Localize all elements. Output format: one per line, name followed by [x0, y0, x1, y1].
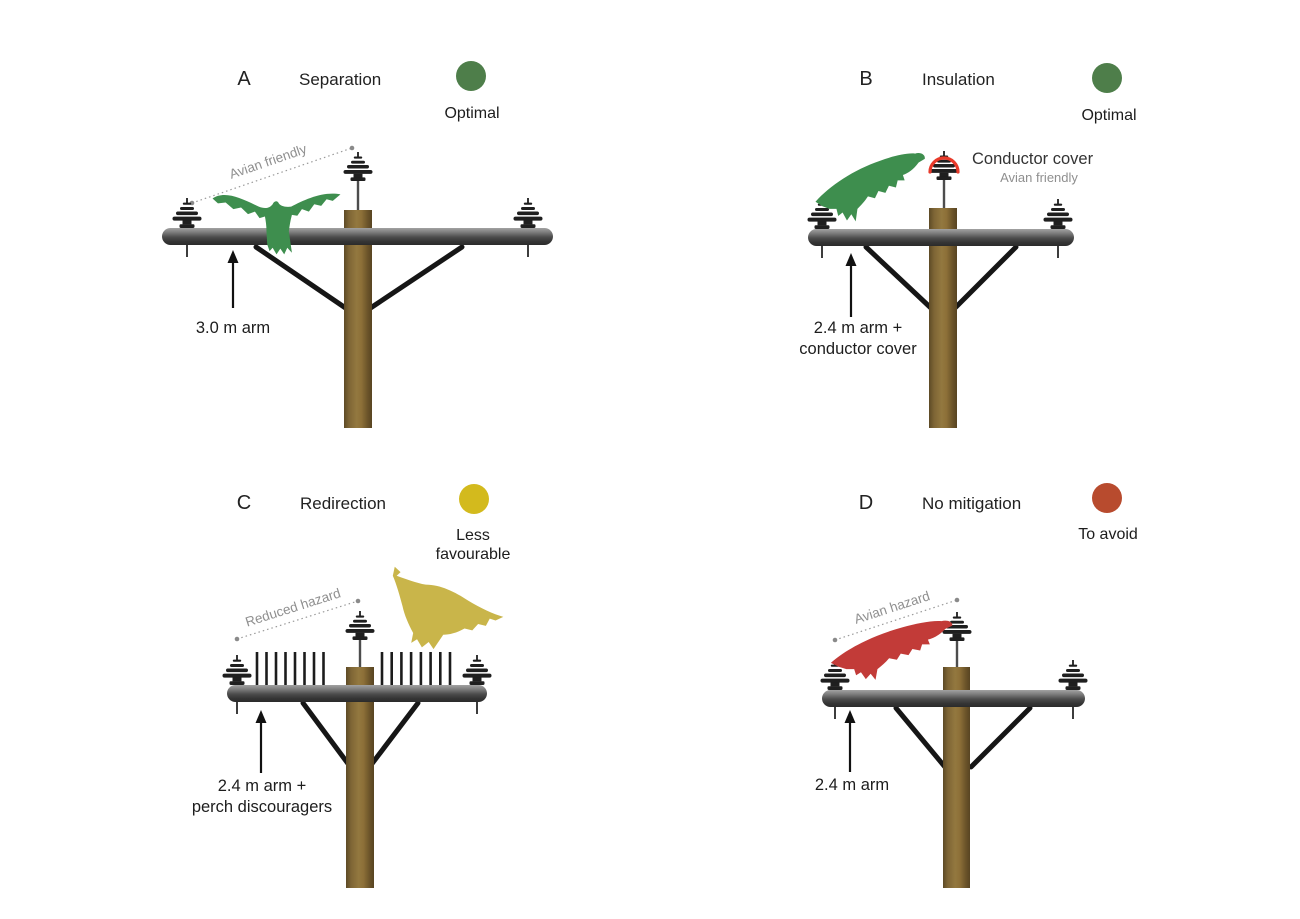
insulator-bolt	[236, 702, 238, 714]
panel-letter: B	[859, 68, 873, 90]
panel-letter: A	[237, 68, 251, 90]
crossarm-braces	[893, 705, 1033, 770]
insulator-icon	[929, 151, 959, 180]
panel-title: Insulation	[922, 70, 995, 89]
crossarm-braces	[863, 244, 1019, 312]
insulator-bolt	[186, 245, 188, 257]
crossarm	[808, 229, 1074, 246]
arm-pointer-arrow	[227, 250, 239, 308]
insulator-icon	[1058, 660, 1088, 690]
insulator-pin	[955, 640, 959, 668]
rating-dot-icon	[1092, 483, 1122, 513]
insulator-pin	[942, 178, 946, 211]
arm-annotation-line2: perch discouragers	[191, 798, 333, 816]
insulator-bolt	[834, 707, 836, 719]
pole-diagram-c	[222, 566, 504, 888]
panel-no-mitigation: D No mitigation To avoid Avian hazard 2.…	[650, 460, 1300, 919]
crossarm	[227, 685, 487, 702]
bird-icon	[212, 193, 341, 255]
arm-annotation-line1: 2.4 m arm +	[217, 777, 307, 795]
arm-annotation: 3.0 m arm	[195, 319, 271, 337]
arm-annotation: 2.4 m arm + perch discouragers	[162, 776, 362, 818]
insulator-icon	[222, 655, 252, 685]
bird-icon	[830, 620, 953, 680]
perch-discouragers	[255, 652, 452, 686]
crossarm	[162, 228, 553, 245]
insulator-bolt	[1057, 246, 1059, 258]
pole-diagram-a	[162, 145, 553, 428]
rating-dot-icon	[456, 61, 486, 91]
rating-dot-icon	[459, 484, 489, 514]
arm-pointer-arrow	[844, 710, 856, 772]
conductor-cover-arc	[928, 156, 960, 174]
arm-annotation-line2: conductor cover	[799, 340, 917, 358]
panel-insulation: B Insulation Optimal Conductor cover Avi…	[650, 0, 1300, 460]
panel-redirection: C Redirection Less favourable Reduced ha…	[0, 460, 650, 919]
insulator-bolt	[527, 245, 529, 257]
arm-pointer-arrow	[255, 710, 267, 773]
arm-annotation: 2.4 m arm + conductor cover	[778, 318, 938, 360]
crossarm	[822, 690, 1085, 707]
panel-title: No mitigation	[922, 494, 1022, 513]
insulator-bolt	[821, 246, 823, 258]
pole-diagram-b	[807, 151, 1074, 428]
insulator-icon	[513, 198, 543, 228]
insulator-icon	[462, 655, 492, 685]
rating-label: To avoid	[1078, 526, 1138, 543]
span-dotted-line	[832, 597, 960, 643]
insulator-icon	[172, 198, 202, 228]
insulator-bolt	[1072, 707, 1074, 719]
crossarm-braces	[253, 244, 465, 312]
pole	[344, 210, 372, 428]
panel-separation: A Separation Optimal Avian friendly 3.0 …	[0, 0, 650, 460]
panel-title: Redirection	[300, 494, 386, 513]
insulator-icon	[343, 152, 373, 181]
insulator-icon	[1043, 199, 1073, 229]
conductor-cover-sublabel: Avian friendly	[1000, 170, 1078, 185]
conductor-cover-label: Conductor cover	[972, 150, 1094, 168]
arm-annotation-line1: 2.4 m arm +	[813, 319, 903, 337]
insulator-pin	[356, 179, 360, 211]
pole	[346, 667, 374, 888]
bird-icon	[392, 566, 504, 650]
bird-icon	[815, 153, 925, 222]
crossarm-braces	[300, 700, 421, 768]
panel-letter: D	[858, 492, 874, 514]
panel-letter: C	[236, 492, 252, 514]
insulator-bolt	[476, 702, 478, 714]
pole-diagram-d	[820, 597, 1088, 888]
arm-pointer-arrow	[845, 253, 857, 317]
rating-label: Optimal	[1081, 107, 1137, 124]
rating-label: Less favourable	[435, 527, 511, 563]
panel-title: Separation	[299, 70, 382, 89]
arm-annotation: 2.4 m arm	[814, 776, 890, 794]
rating-label: Optimal	[444, 105, 500, 122]
span-dotted-line	[234, 598, 361, 642]
insulator-icon	[345, 611, 375, 640]
insulator-pin	[358, 639, 362, 668]
rating-dot-icon	[1092, 63, 1122, 93]
